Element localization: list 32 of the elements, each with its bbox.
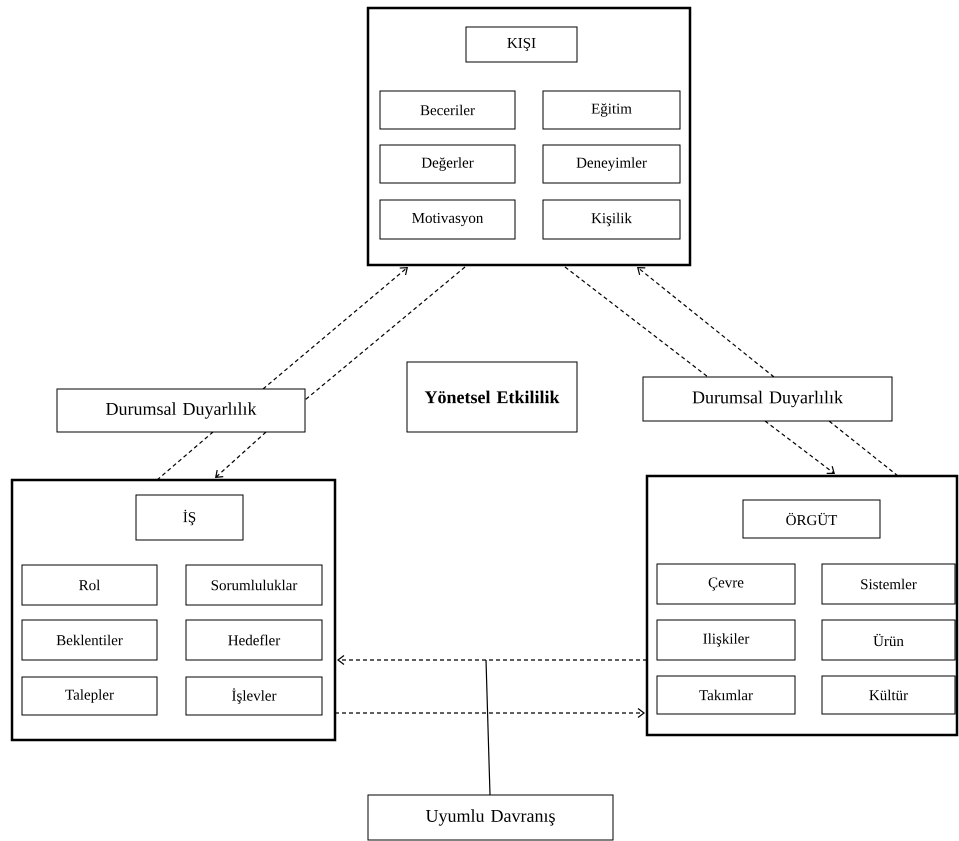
item-box: Motivasyon: [380, 200, 516, 240]
item-box: Sistemler: [822, 564, 956, 604]
item-box: Hedefler: [186, 620, 322, 660]
item-box: Çevre: [656, 564, 796, 604]
dashed-arrow: [335, 708, 645, 718]
dashed-arrow: [262, 267, 408, 390]
item-box: Rol: [22, 564, 158, 606]
title-box: ÖRGÜT: [742, 500, 880, 538]
item-box: Kültür: [822, 676, 956, 714]
title-box: KIŞI: [466, 26, 578, 62]
concept-box: Yönetsel Etkililik: [406, 362, 578, 432]
item-box: Beklentiler: [22, 620, 158, 660]
dashed-arrow: [764, 420, 835, 474]
label-box: Durumsal Duyarlılık: [56, 388, 306, 432]
item-box: Eğitim: [542, 90, 680, 130]
item-box: Beceriler: [380, 90, 516, 130]
dashed-arrow: [637, 267, 774, 378]
item-box: Talepler: [22, 676, 158, 716]
item-box: İşlevler: [186, 676, 322, 716]
item-box: Deneyimler: [542, 144, 680, 184]
item-box: Değerler: [380, 144, 516, 184]
dashed-arrow: [337, 655, 647, 665]
item-box: Sorumluluklar: [186, 564, 322, 606]
label-box: Durumsal Duyarlılık: [642, 376, 892, 422]
item-box: Kişilik: [542, 200, 680, 240]
item-box: Ürün: [822, 620, 956, 660]
leader-line: [485, 660, 491, 796]
dashed-arrow: [215, 432, 266, 478]
title-box: İŞ: [136, 494, 244, 540]
item-box: Takımlar: [656, 676, 796, 714]
item-box: Ilişkiler: [656, 620, 796, 660]
label-box: Uyumlu Davranış: [368, 794, 614, 840]
